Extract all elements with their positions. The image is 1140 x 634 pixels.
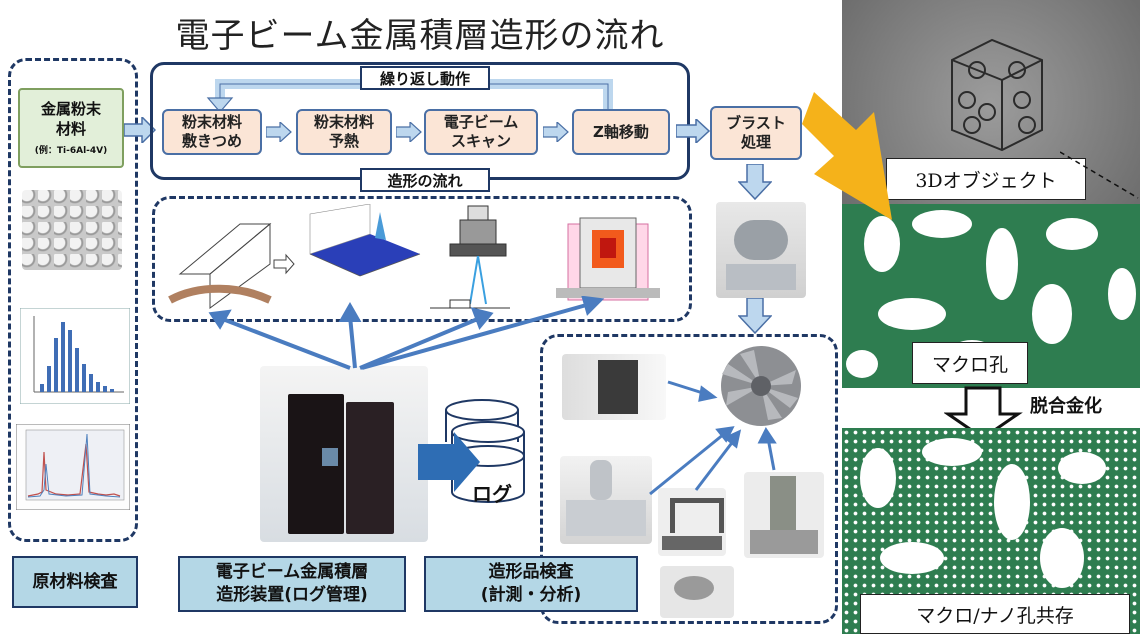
repeat-label: 繰り返し動作 — [360, 66, 490, 90]
object-caption: 3Dオブジェクト — [886, 158, 1086, 200]
step-arrow-3 — [543, 122, 569, 142]
metal-powder-example: (例：Ti-6Al-4V) — [34, 146, 108, 156]
dealloy-down-arrow — [944, 386, 1023, 440]
flow-label: 造形の流れ — [360, 168, 490, 192]
ebm-machine-photo — [260, 366, 428, 542]
metal-powder-box: 金属粉末 材料 (例：Ti-6Al-4V) — [18, 88, 124, 168]
metal-powder-label: 金属粉末 材料 — [40, 100, 101, 138]
blast-machine-photo — [716, 202, 806, 298]
step-arrow-2 — [396, 122, 422, 142]
surface-measure-photo — [660, 566, 734, 618]
inspection-arrows — [649, 380, 777, 496]
impeller-part-image — [721, 346, 801, 426]
simulation-illustrations — [168, 204, 660, 309]
page-title: 電子ビーム金属積層造形の流れ — [175, 16, 665, 56]
step-beam-scan: 電子ビーム スキャン — [424, 109, 538, 155]
flow-to-blast-arrow — [676, 119, 710, 143]
cmm-photo — [658, 488, 726, 556]
macro-nano-caption: マクロ/ナノ孔共存 — [860, 594, 1130, 634]
log-to-simulation-arrows — [208, 296, 605, 370]
blast-to-inspection-arrow — [738, 298, 772, 334]
step-z-move: Z軸移動 — [572, 109, 670, 155]
sem-photo — [560, 456, 652, 544]
raw-material-panel — [8, 58, 138, 542]
ct-scanner-photo — [562, 354, 666, 420]
build-machine-box: 電子ビーム金属積層 造形装置(ログ管理) — [178, 556, 406, 612]
simulation-panel — [152, 196, 692, 322]
object-to-micrograph-arrow — [802, 92, 892, 220]
particle-size-histogram — [20, 308, 130, 404]
product-inspection-box: 造形品検査 (計測・分析) — [424, 556, 638, 612]
step-arrow-1 — [266, 122, 292, 142]
blast-process-box: ブラスト 処理 — [710, 106, 802, 160]
inspection-panel — [540, 334, 838, 624]
hardness-tester-photo — [744, 472, 824, 558]
log-label: ログ — [472, 482, 512, 506]
macro-caption: マクロ孔 — [912, 342, 1028, 384]
dashed-pointer-line — [1060, 151, 1139, 199]
step-powder-spread: 粉末材料 敷きつめ — [162, 109, 262, 155]
raw-material-inspection-box: 原材料検査 — [12, 556, 138, 608]
dealloy-label: 脱合金化 — [1030, 396, 1102, 417]
blast-down-arrow — [738, 164, 772, 200]
powder-micrograph — [22, 190, 122, 270]
material-to-flow-arrow — [124, 117, 156, 143]
xrd-spectrum-chart — [16, 424, 130, 510]
log-database-icon — [418, 399, 525, 503]
step-powder-preheat: 粉末材料 予熱 — [296, 109, 392, 155]
